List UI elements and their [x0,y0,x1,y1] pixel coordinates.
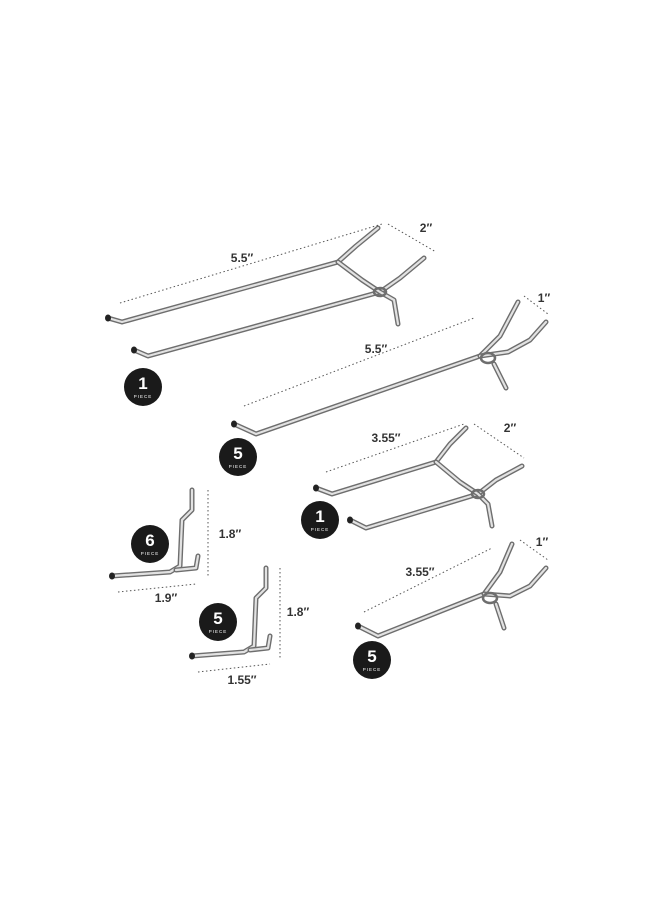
width-label: 2″ [504,421,517,435]
single-hook-5-5: 5.5″ 1″ 5 PIECE [219,291,550,476]
piece-count: 5 [213,609,222,628]
piece-badge: 5 PIECE [199,603,237,641]
width-label: 1″ [536,535,549,549]
length-label: 3.55″ [405,565,434,579]
piece-badge: 5 PIECE [353,641,391,679]
l-hook-1-9: 1.8″ 1.9″ 6 PIECE [109,487,242,605]
hook-wire [355,541,549,639]
hook-wire [313,425,525,531]
hook-wire [231,299,549,437]
piece-count: 1 [138,374,147,393]
piece-word: PIECE [134,394,153,399]
piece-badge: 1 PIECE [124,368,162,406]
l-hook-1-55: 1.8″ 1.55″ 5 PIECE [189,565,310,687]
height-label: 1.8″ [287,605,310,619]
length-label: 5.5″ [231,251,254,265]
double-hook-3-55: 3.55″ 2″ 1 PIECE [301,421,525,539]
piece-count: 5 [367,647,376,666]
piece-badge: 5 PIECE [219,438,257,476]
height-label: 1.8″ [219,527,242,541]
piece-badge: 6 PIECE [131,525,169,563]
length-label: 5.5″ [365,342,388,356]
length-label: 1.55″ [227,673,256,687]
hook-wire [109,487,201,580]
hook-wire [189,565,273,660]
piece-word: PIECE [311,527,330,532]
width-label: 2″ [420,221,433,235]
piece-word: PIECE [229,464,248,469]
double-hook-5-5: 5.5″ 2″ 1 PIECE [105,221,437,406]
length-label: 1.9″ [155,591,178,605]
piece-word: PIECE [141,551,160,556]
piece-count: 1 [315,507,324,526]
single-hook-3-55: 3.55″ 1″ 5 PIECE [353,535,549,679]
piece-badge: 1 PIECE [301,501,339,539]
length-label: 3.55″ [371,431,400,445]
piece-count: 5 [233,444,242,463]
width-label: 1″ [538,291,551,305]
piece-word: PIECE [209,629,228,634]
piece-word: PIECE [363,667,382,672]
hook-wire [105,225,427,359]
piece-count: 6 [145,531,154,550]
